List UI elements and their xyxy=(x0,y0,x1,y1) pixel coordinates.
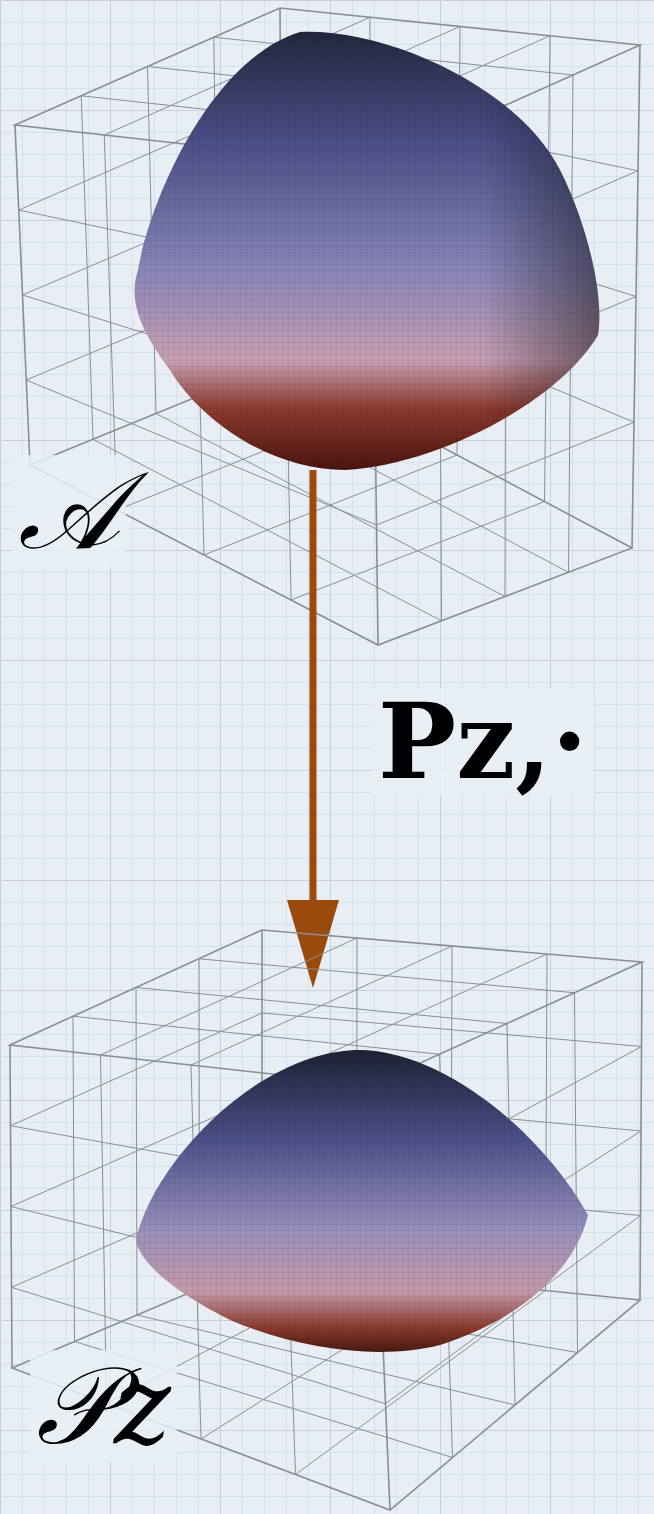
cube-grid-line xyxy=(204,455,457,555)
set-label: 𝒫z xyxy=(30,1350,177,1462)
cube-grid-line xyxy=(199,959,575,993)
cube-grid-line xyxy=(291,502,545,601)
set-label: 𝒜 xyxy=(12,455,126,567)
map-label: Pz,· xyxy=(372,688,594,796)
cube-grid-line xyxy=(191,946,452,1065)
cube-grid-line xyxy=(575,993,578,1353)
